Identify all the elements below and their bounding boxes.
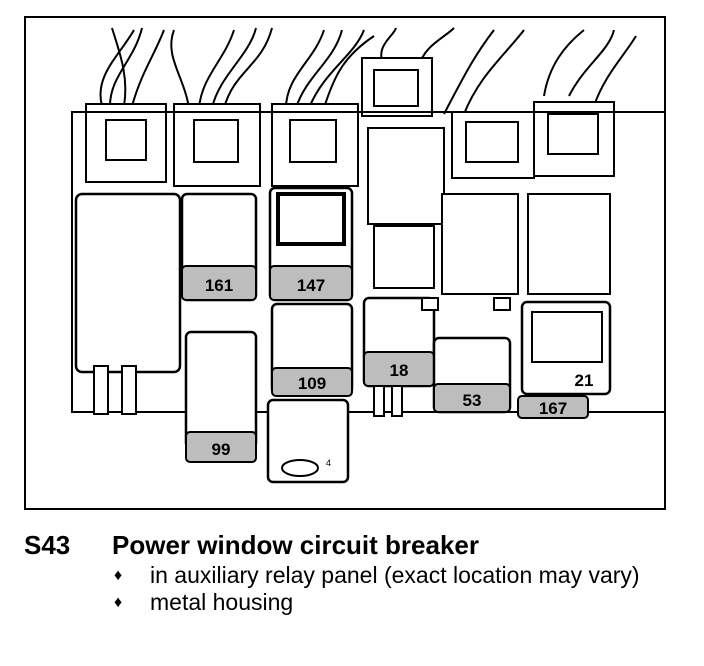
label-109: 109 [298, 374, 326, 393]
component-code: S43 [24, 530, 71, 560]
caption-heading: S43 Power window circuit breaker [24, 530, 684, 560]
diamond-bullet-icon: ♦ [114, 567, 123, 584]
relay-large-left [74, 192, 182, 415]
label-53: 53 [463, 391, 482, 410]
bullet-text: in auxiliary relay panel (exact location… [150, 562, 640, 588]
relay-99 [184, 330, 258, 450]
relay-21: 21 167 [517, 300, 612, 419]
relay-panel-diagram: 161 99 147 109 4 18 [24, 16, 666, 510]
top-connectors [85, 57, 615, 225]
caption-bullets: ♦ in auxiliary relay panel (exact locati… [112, 562, 684, 616]
bullet-text: metal housing [150, 589, 294, 615]
label-167: 167 [539, 399, 567, 418]
relay-161: 161 99 [180, 192, 258, 463]
label-99: 99 [212, 440, 231, 459]
bullet-item: ♦ in auxiliary relay panel (exact locati… [112, 562, 684, 589]
diamond-bullet-icon: ♦ [114, 594, 123, 611]
component-title: Power window circuit breaker [112, 530, 479, 560]
label-position-4: 4 [326, 458, 331, 468]
panel-base [71, 111, 666, 413]
relay-18: 18 [362, 296, 436, 417]
relay-109: 109 4 [266, 302, 354, 484]
right-slots [373, 193, 611, 311]
label-147: 147 [297, 276, 325, 295]
label-161: 161 [205, 276, 233, 295]
relay-53: 53 [432, 336, 512, 414]
label-18: 18 [390, 361, 409, 380]
caption: S43 Power window circuit breaker ♦ in au… [24, 530, 684, 616]
relay-panel-illustration: 161 99 147 109 4 18 [24, 16, 666, 510]
bullet-item: ♦ metal housing [112, 589, 684, 616]
label-21: 21 [575, 371, 594, 390]
circuit-breaker-s43: 147 [268, 186, 354, 302]
